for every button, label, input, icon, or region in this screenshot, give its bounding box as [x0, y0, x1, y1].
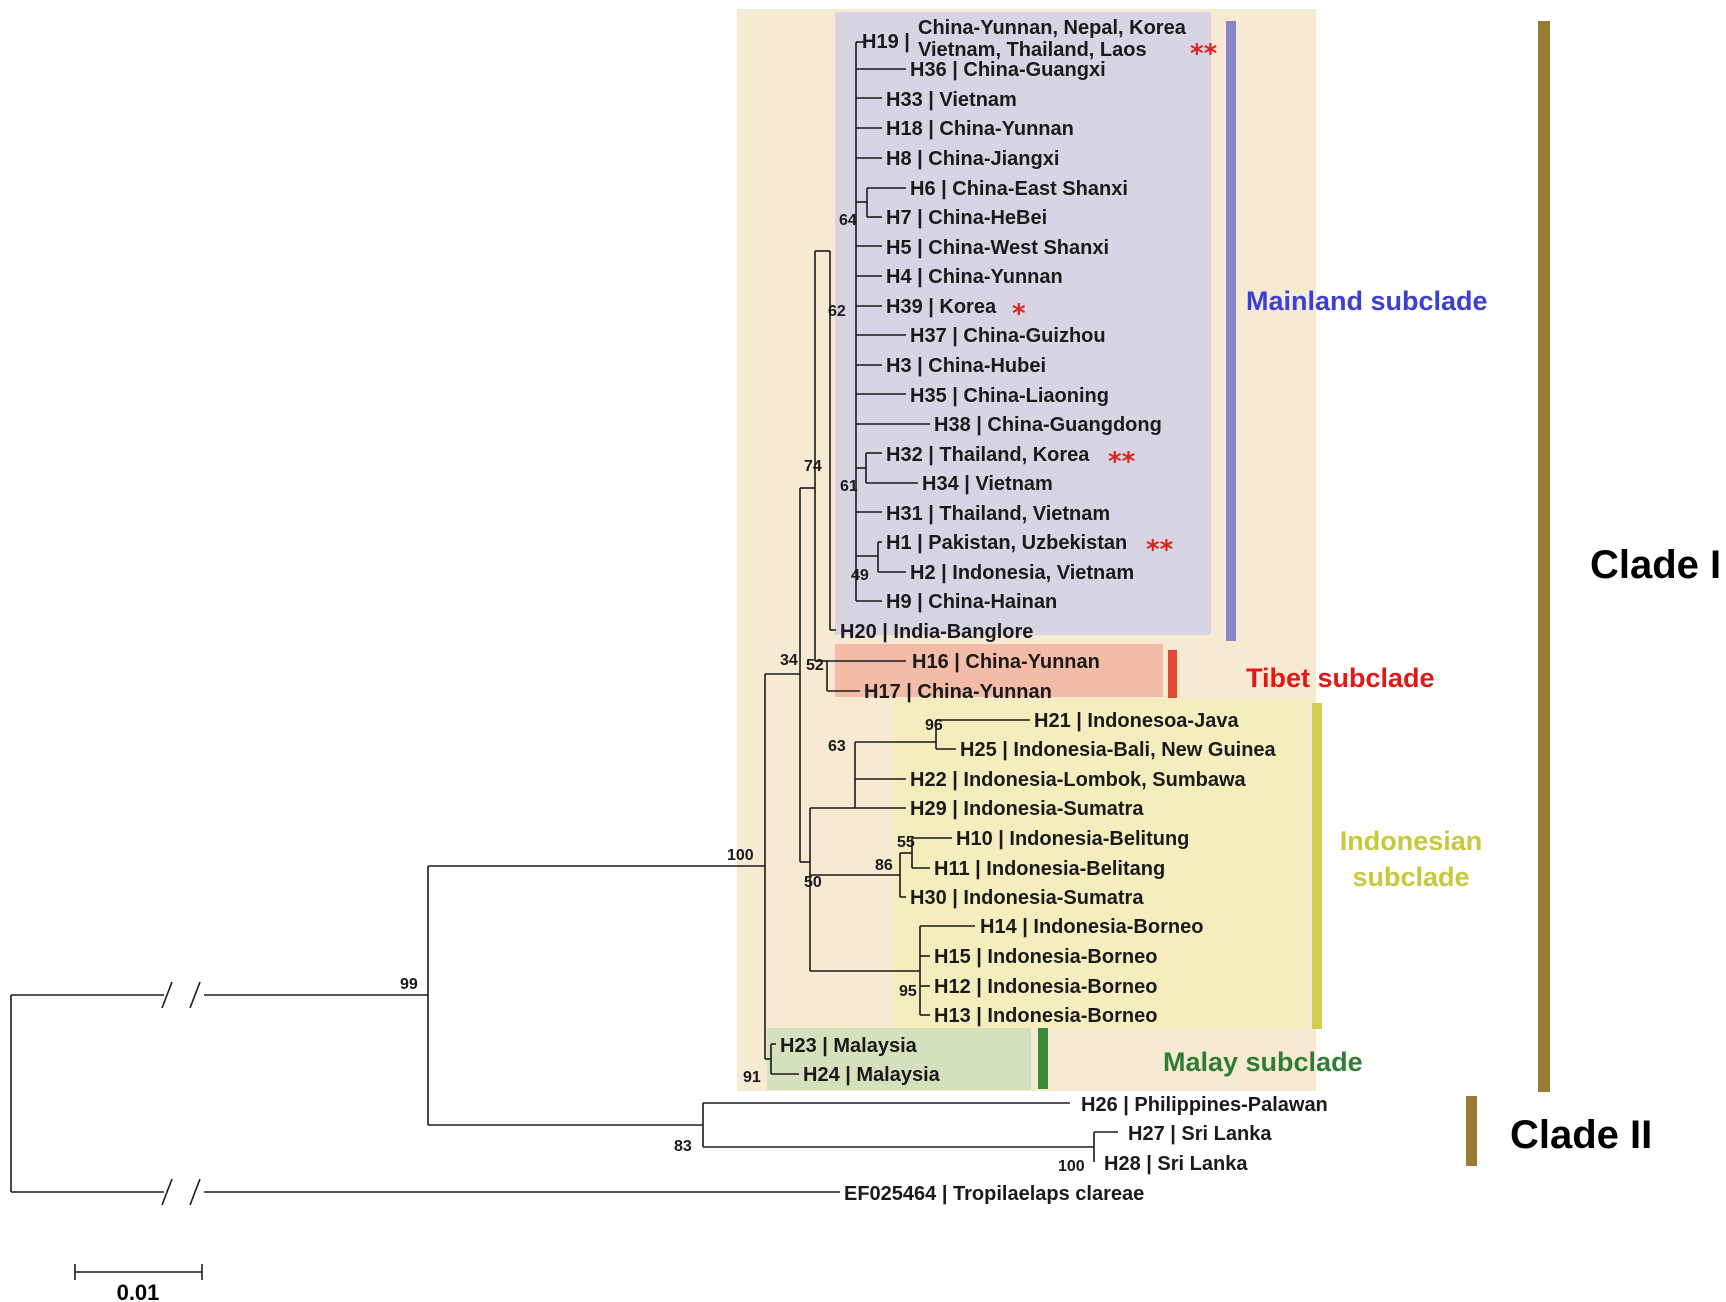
clade2-bar — [1466, 1096, 1477, 1166]
leaf-h15: H15 | Indonesia-Borneo — [934, 946, 1157, 968]
leaf-h33: H33 | Vietnam — [886, 89, 1017, 111]
clade-labels: Clade I Clade II — [1510, 543, 1721, 1157]
mainland-subclade-label: Mainland subclade — [1246, 286, 1488, 316]
leaf-h2: H2 | Indonesia, Vietnam — [910, 562, 1134, 584]
bootstrap-55: 55 — [897, 834, 915, 851]
bootstrap-99: 99 — [400, 976, 418, 993]
bootstrap-96: 96 — [925, 717, 943, 734]
bootstrap-52: 52 — [806, 657, 824, 674]
bootstrap-34: 34 — [780, 652, 798, 669]
tibet-panel — [835, 644, 1163, 697]
leaf-h19-line2: Vietnam, Thailand, Laos — [918, 39, 1147, 61]
bootstrap-63: 63 — [828, 738, 846, 755]
leaf-h19-prefix: H19 | — [862, 31, 910, 53]
leaf-h30: H30 | Indonesia-Sumatra — [910, 887, 1144, 909]
leaf-h24: H24 | Malaysia — [803, 1064, 941, 1086]
bootstrap-83: 83 — [674, 1138, 692, 1155]
star-h39: * — [1012, 299, 1026, 329]
leaf-h12: H12 | Indonesia-Borneo — [934, 976, 1157, 998]
bootstrap-86: 86 — [875, 857, 893, 874]
leaf-h9: H9 | China-Hainan — [886, 591, 1057, 613]
tibet-subclade-label: Tibet subclade — [1246, 663, 1435, 693]
indonesian-subclade-label: Indonesian — [1340, 826, 1483, 856]
leaf-h28: H28 | Sri Lanka — [1104, 1153, 1248, 1175]
background-panels — [737, 9, 1316, 1091]
mainland-bar — [1226, 21, 1236, 641]
clade1-bar — [1538, 21, 1550, 1092]
bootstrap-91: 91 — [743, 1069, 761, 1086]
malay-panel — [767, 1028, 1031, 1090]
bootstrap-95: 95 — [899, 983, 917, 1000]
star-h19: ** — [1190, 39, 1218, 69]
leaf-h37: H37 | China-Guizhou — [910, 325, 1106, 347]
leaf-h23: H23 | Malaysia — [780, 1035, 918, 1057]
malay-bar — [1038, 1028, 1048, 1089]
indonesian-bar — [1312, 703, 1322, 1029]
bootstrap-100-srilanka: 100 — [1058, 1158, 1085, 1175]
leaf-h25: H25 | Indonesia-Bali, New Guinea — [960, 739, 1277, 761]
leaf-h31: H31 | Thailand, Vietnam — [886, 503, 1110, 525]
mainland-panel — [835, 12, 1211, 635]
leaf-h27: H27 | Sri Lanka — [1128, 1123, 1272, 1145]
bootstrap-74: 74 — [804, 458, 822, 475]
leaf-h20: H20 | India-Banglore — [840, 621, 1033, 643]
malay-subclade-label: Malay subclade — [1163, 1047, 1363, 1077]
leaf-h32: H32 | Thailand, Korea — [886, 444, 1090, 466]
leaf-h19-line1: China-Yunnan, Nepal, Korea — [918, 17, 1187, 39]
bootstrap-values: 64 62 74 61 49 34 52 96 63 55 86 50 95 9… — [400, 212, 1085, 1175]
leaf-h29: H29 | Indonesia-Sumatra — [910, 798, 1144, 820]
subclade-bars — [1038, 21, 1550, 1166]
bootstrap-62: 62 — [828, 303, 846, 320]
star-h32: ** — [1108, 447, 1136, 477]
indonesian-panel — [893, 699, 1308, 1028]
star-markers: ** * ** ** — [1012, 39, 1218, 565]
tibet-bar — [1168, 650, 1177, 698]
leaf-h8: H8 | China-Jiangxi — [886, 148, 1059, 170]
leaf-h39: H39 | Korea — [886, 296, 997, 318]
leaf-h21: H21 | Indonesoa-Java — [1034, 710, 1239, 732]
leaf-h14: H14 | Indonesia-Borneo — [980, 916, 1203, 938]
leaf-h38: H38 | China-Guangdong — [934, 414, 1162, 436]
leaf-h26: H26 | Philippines-Palawan — [1081, 1094, 1328, 1116]
bootstrap-49: 49 — [851, 567, 869, 584]
leaf-h4: H4 | China-Yunnan — [886, 266, 1063, 288]
star-h1: ** — [1146, 535, 1174, 565]
leaf-h18: H18 | China-Yunnan — [886, 118, 1074, 140]
subclade-labels: Mainland subclade Tibet subclade Indones… — [1163, 286, 1488, 1077]
bootstrap-61: 61 — [840, 478, 858, 495]
leaf-h13: H13 | Indonesia-Borneo — [934, 1005, 1157, 1027]
leaf-h16: H16 | China-Yunnan — [912, 651, 1100, 673]
leaf-h7: H7 | China-HeBei — [886, 207, 1047, 229]
clade2-label: Clade II — [1510, 1113, 1652, 1157]
leaf-h10: H10 | Indonesia-Belitung — [956, 828, 1189, 850]
indonesian-subclade-label-2: subclade — [1352, 862, 1469, 892]
leaf-h5: H5 | China-West Shanxi — [886, 237, 1109, 259]
leaf-h3: H3 | China-Hubei — [886, 355, 1046, 377]
leaf-outgroup: EF025464 | Tropilaelaps clareae — [844, 1183, 1144, 1205]
leaf-h35: H35 | China-Liaoning — [910, 385, 1109, 407]
leaf-h11: H11 | Indonesia-Belitang — [934, 858, 1165, 880]
leaf-h17: H17 | China-Yunnan — [864, 681, 1052, 703]
bootstrap-64: 64 — [839, 212, 857, 229]
bootstrap-100-clade1: 100 — [727, 847, 754, 864]
leaf-h1: H1 | Pakistan, Uzbekistan — [886, 532, 1127, 554]
scale-bar-label: 0.01 — [117, 1280, 160, 1302]
leaf-h34: H34 | Vietnam — [922, 473, 1053, 495]
leaf-h36: H36 | China-Guangxi — [910, 59, 1106, 81]
clade1-label: Clade I — [1590, 543, 1721, 587]
leaf-labels: H19 | China-Yunnan, Nepal, Korea Vietnam… — [780, 17, 1328, 1205]
leaf-h6: H6 | China-East Shanxi — [910, 178, 1128, 200]
tree-branches — [10, 41, 1118, 1280]
bootstrap-50: 50 — [804, 874, 822, 891]
leaf-h22: H22 | Indonesia-Lombok, Sumbawa — [910, 769, 1247, 791]
